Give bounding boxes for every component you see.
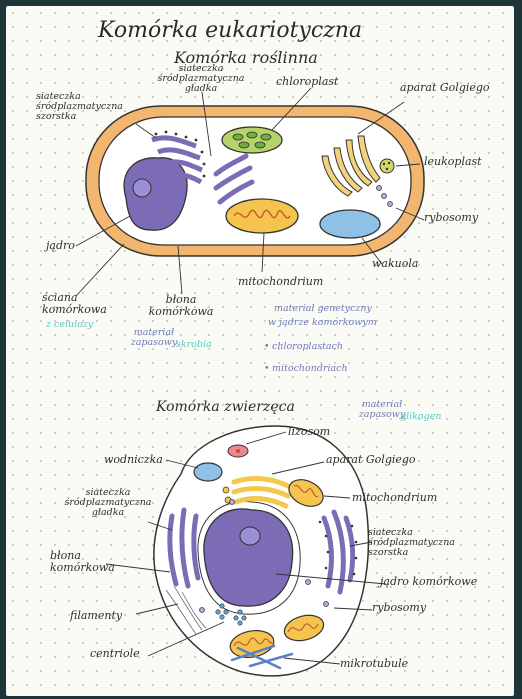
plant-genetic-bullet3: • [264, 363, 270, 374]
animal-rough-er-dots [318, 520, 358, 576]
animal-membrane-label: błona komórkowa [50, 549, 115, 574]
animal-leader-lines [105, 431, 387, 665]
plant-genetic-loc3: mitochondriach [272, 363, 348, 374]
animal-golgi-label: aparat Golgiego [326, 453, 416, 466]
plant-heading: Komórka roślinna [174, 48, 318, 67]
plant-rough-er-dots [154, 130, 206, 178]
plant-vacuole [319, 209, 381, 239]
animal-mitochondrium-label: mitochondrium [352, 491, 438, 504]
plant-ribosomes-label: rybosomy [424, 211, 479, 224]
plant-cell [75, 87, 425, 297]
plant-smooth-er [213, 153, 255, 205]
plant-nucleolus [132, 178, 152, 198]
plant-cell-wall-note: z celulozy [46, 319, 94, 330]
plant-ribosomes [376, 185, 393, 207]
animal-cell [105, 425, 387, 677]
plant-leucoplast [379, 158, 395, 174]
animal-filaments [165, 585, 207, 635]
plant-nucleus-label: jądro [46, 239, 75, 252]
plant-storage-label: materiał zapasowy [130, 327, 178, 348]
animal-ribosomes-label: rybosomy [372, 601, 427, 614]
plant-cell-wall-label: ściana komórkowa [42, 291, 107, 316]
plant-mitochondrium-cristae [233, 209, 291, 219]
plant-genetic-label: materiał genetyczny [274, 303, 372, 314]
animal-nucleus [203, 508, 294, 607]
plant-genetic-bullet2: • [264, 341, 270, 352]
plant-vacuole-label: wakuola [372, 257, 419, 270]
animal-microtubules [230, 644, 294, 670]
animal-microtubule-label: mikrotubule [340, 657, 409, 670]
plant-golgi [321, 135, 381, 197]
plant-smooth-er-label: siateczka śródplazmatyczna gładka [157, 63, 245, 94]
plant-chloroplast [221, 126, 283, 154]
animal-golgi [231, 476, 291, 509]
plant-nucleus [123, 157, 188, 231]
plant-mitochondrium-label: mitochondrium [238, 275, 324, 288]
animal-rough-er [321, 509, 356, 595]
plant-leader-lines [75, 87, 425, 297]
plant-genetic-loc1: w jądrze komórkowym [268, 317, 377, 328]
plant-rough-er [151, 135, 203, 185]
plant-membrane-label: błona komórkowa [148, 293, 214, 318]
cell-diagrams [75, 87, 425, 677]
plant-leucoplast-label: leukoplast [424, 155, 482, 168]
animal-rough-er-label: siateczka śródplazmatyczna szorstka [368, 527, 455, 558]
animal-centrioles [215, 603, 247, 626]
animal-lysosome-label: lizosom [288, 425, 331, 438]
animal-nucleolus [239, 526, 261, 546]
animal-heading: Komórka zwierzęca [156, 399, 295, 415]
animal-nucleus-label: jądro komórkowe [380, 575, 478, 588]
animal-centriole-label: centriole [90, 647, 140, 660]
animal-vesicle-label: wodniczka [104, 453, 163, 466]
animal-filaments-label: filamenty [70, 609, 123, 622]
animal-ribosomes [199, 499, 329, 613]
plant-storage-value: skrobia [176, 339, 212, 350]
animal-smooth-er [167, 507, 201, 589]
plant-rough-er-label: siateczka śródplazmatyczna szorstka [36, 91, 123, 122]
notebook-page: Komórka eukariotyczna Komórka roślinna s… [6, 6, 514, 696]
animal-storage-value: glikogen [400, 411, 442, 422]
animal-vesicle [193, 462, 223, 482]
plant-golgi-label: aparat Golgiego [400, 81, 490, 94]
animal-storage-label: materiał zapasowy [358, 399, 406, 420]
plant-chloroplast-label: chloroplast [276, 75, 339, 88]
plant-genetic-loc2: chloroplastach [272, 341, 344, 352]
plant-chloroplast-thylakoids [232, 131, 272, 149]
page-title: Komórka eukariotyczna [98, 18, 363, 43]
animal-smooth-er-label: siateczka śródplazmatyczna gładka [64, 487, 152, 518]
